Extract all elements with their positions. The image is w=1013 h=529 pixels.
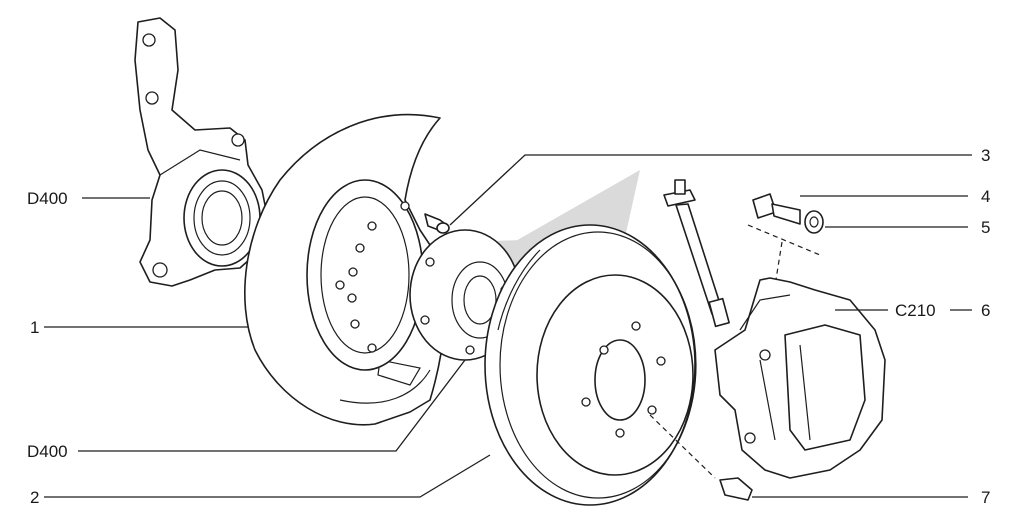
callout-7: 7 [981,488,991,507]
callout-6: 6 [981,301,991,320]
callout-4: 4 [981,187,991,206]
callout-5: 5 [981,218,991,237]
ref-label-d400-knuckle: D400 [27,189,68,208]
brake-hose [663,179,730,328]
steering-knuckle [134,17,269,287]
brake-caliper [714,277,886,479]
leader-lines [44,154,972,498]
knuckle-hole-top [142,33,156,47]
washer [804,210,824,234]
callout-1: 1 [30,318,40,337]
ref-label-c210: C210 [895,301,936,320]
assembly-guide-line [747,224,821,256]
knuckle-hole-mid [145,91,159,105]
callout-3: 3 [981,146,991,165]
bleed-guide-line [649,414,716,479]
callout-2: 2 [30,488,40,507]
knuckle-hole-bottom [152,262,168,278]
caliper-bolt [752,193,801,225]
retaining-screw [424,213,450,234]
bleed-screw [719,477,753,501]
brake-disc [484,224,697,506]
ref-label-d400-hub: D400 [27,442,68,461]
